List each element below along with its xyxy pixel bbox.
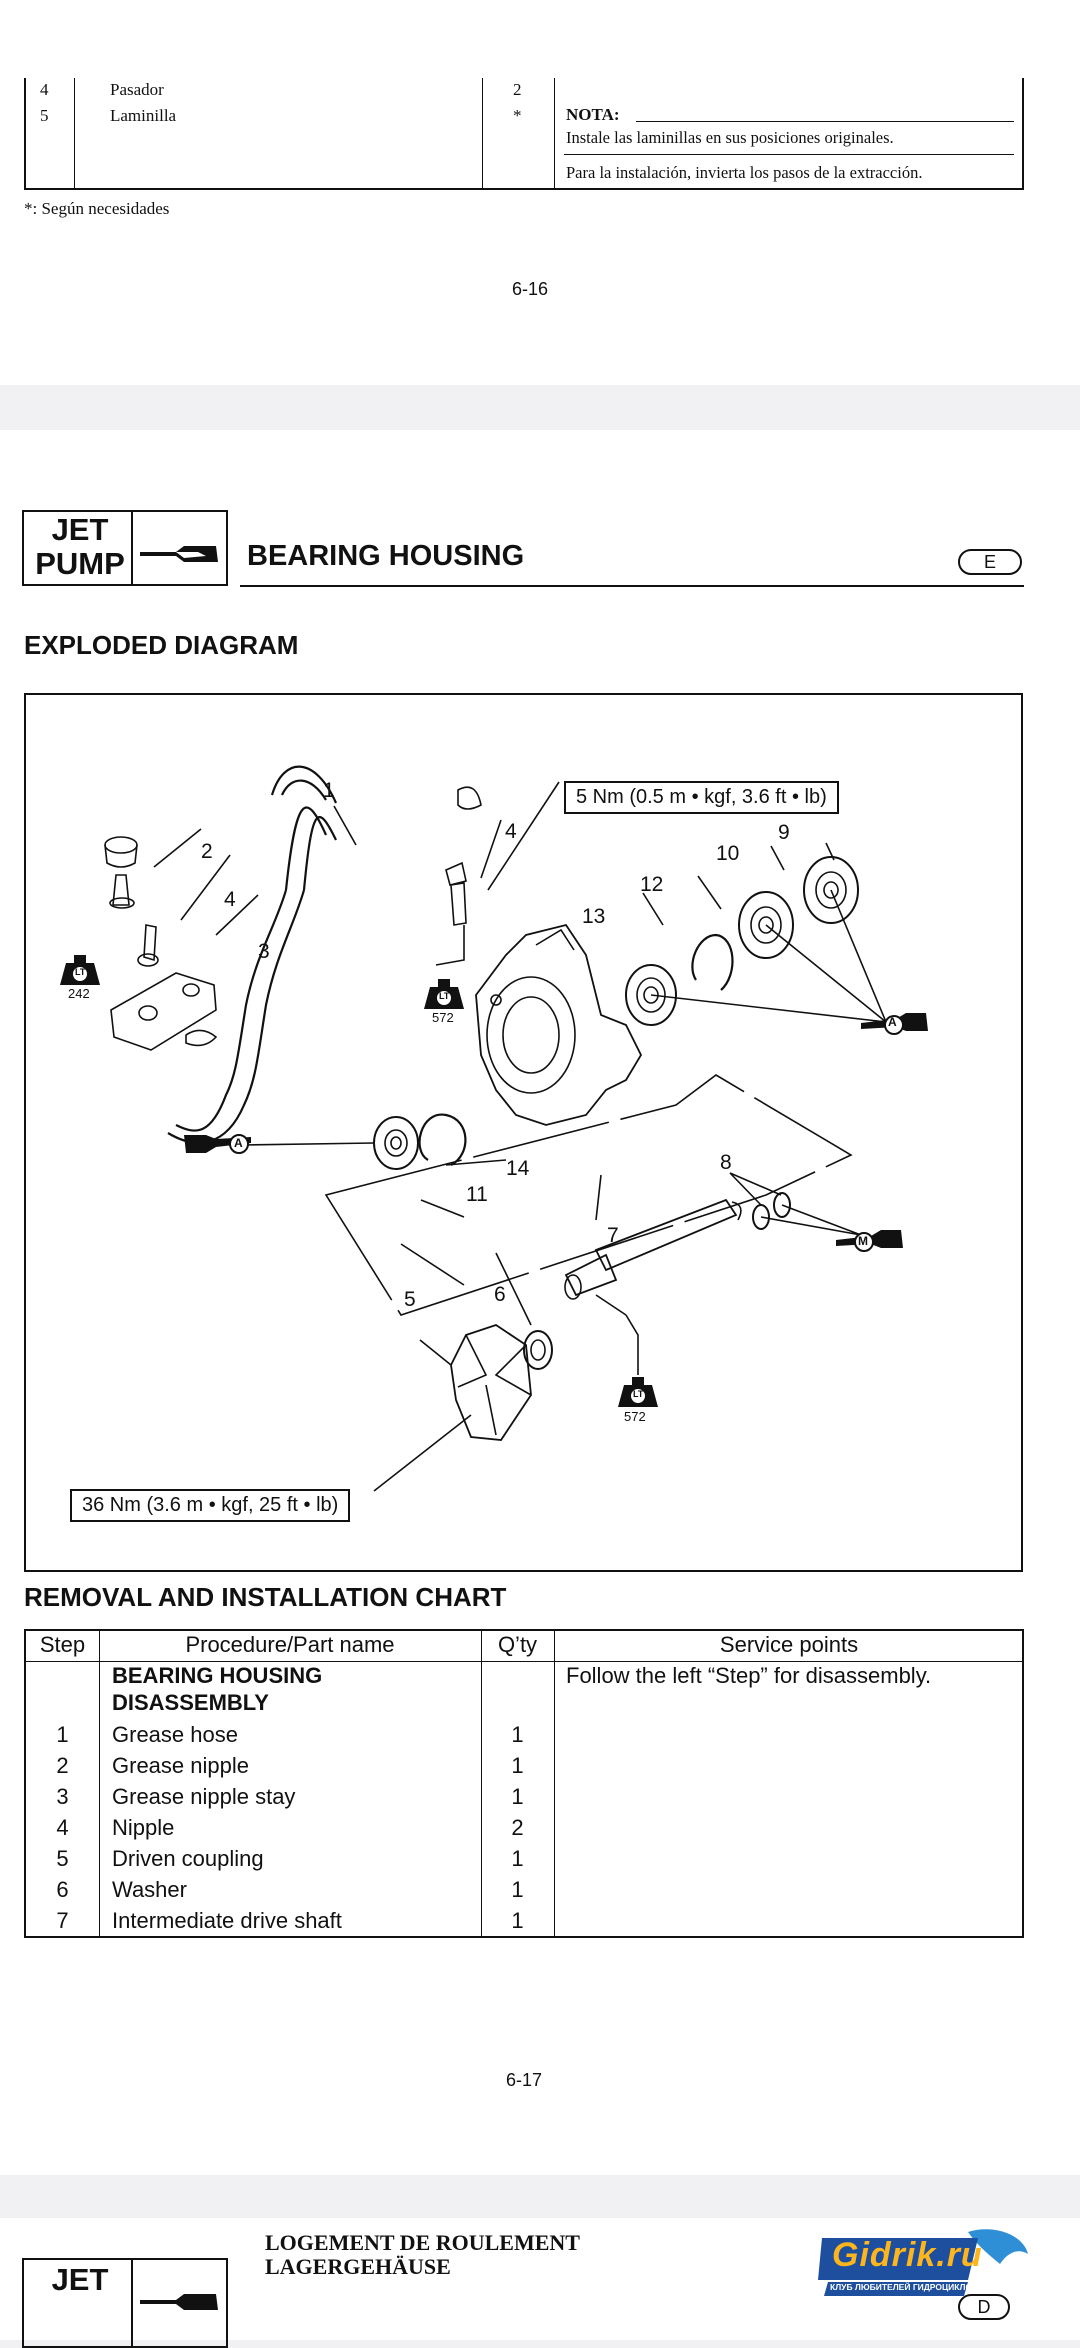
grease-code: M [858,1234,868,1248]
note-text: Instale las laminillas en sus posiciones… [566,128,894,147]
diagram-artwork [60,765,928,1492]
table-row-name: Intermediate drive shaft [112,1908,342,1933]
note-label: NOTA: [566,105,620,124]
callout-number: 10 [716,842,740,865]
language-badge: D [958,2294,1010,2320]
table-row-qty: 1 [511,1722,524,1747]
thread-lock-icon [60,955,100,985]
jet-pump-logo: JET [22,2258,228,2348]
callout-number: 11 [466,1183,488,1206]
table-row-qty: 1 [511,1877,524,1902]
table-row-qty: 2 [511,1815,524,1840]
table-row-name: Grease nipple stay [112,1784,296,1809]
callout-number: 2 [201,840,213,863]
lt-label: LT [633,1389,644,1399]
callout-number: 3 [258,940,270,963]
callout-number: 6 [494,1283,506,1306]
table-row-step: 6 [56,1877,69,1902]
table-row-name: Washer [112,1877,187,1902]
manual-page-6-16: 4 Pasador 2 5 Laminilla * NOTA: Instale … [0,0,1080,385]
callout-number: 14 [506,1157,530,1180]
chart-heading: REMOVAL AND INSTALLATION CHART [24,1582,507,1612]
footnote: *: Según necesidades [24,199,170,218]
callout-number: 4 [505,820,517,843]
header-service: Service points [719,1632,859,1657]
table-row-name: Nipple [112,1815,175,1840]
sealant-code: 242 [68,986,90,1001]
callout-number: 4 [224,888,236,911]
sealant-code: 572 [432,1010,454,1025]
thread-lock-icon [618,1377,658,1407]
row-qty: * [513,106,522,125]
page-number: 6-16 [511,279,549,299]
jet-pump-icon [140,546,218,562]
section-title-fr: LOGEMENT DE ROULEMENT [265,2230,580,2255]
callout-number: 5 [404,1288,416,1311]
section-title: BEARING HOUSING [112,1663,323,1688]
section-title: DISASSEMBLY [112,1690,269,1715]
lt-label: LT [75,967,86,977]
grease-gun-icon [861,1013,928,1035]
table-row-step: 3 [56,1784,69,1809]
row-number: 5 [40,106,49,125]
section-title-de: LAGERGEHÄUSE [265,2254,451,2279]
callout-number: 8 [720,1151,732,1174]
table-row-name: Driven coupling [112,1846,264,1871]
table-row-qty: 1 [511,1784,524,1809]
logo-text-pump: PUMP [35,546,125,581]
jet-pump-icon [140,2294,218,2310]
diagram-heading: EXPLODED DIAGRAM [24,630,299,660]
logo-text-jet: JET [51,512,109,547]
table-row-qty: 1 [511,1908,524,1933]
table-row-step: 1 [56,1722,69,1747]
grease-code: A [234,1136,243,1150]
page-number: 6-17 [505,2070,543,2090]
table-row-name: Grease hose [112,1722,238,1747]
gidrik-watermark: Gidrik.ru КЛУБ ЛЮБИТЕЛЕЙ ГИДРОЦИКЛОВ D [818,2224,1030,2324]
grease-code: A [888,1015,897,1029]
header-procedure: Procedure/Part name [185,1632,395,1657]
brand-tagline: КЛУБ ЛЮБИТЕЛЕЙ ГИДРОЦИКЛОВ [830,2282,979,2292]
torque-spec: 36 Nm (3.6 m • kgf, 25 ft • lb) [70,1489,351,1522]
callout-number: 9 [778,821,790,844]
table-row-step: 2 [56,1753,69,1778]
header-step: Step [39,1632,86,1657]
manual-page-next: JET LOGEMENT DE ROULEMENT LAGERGEHÄUSE G… [0,2218,1080,2348]
manual-page-6-17: JET PUMP BEARING HOUSING E EXPLODED DIAG… [0,430,1080,2175]
logo-text-jet: JET [51,2262,109,2297]
row-part-name: Laminilla [110,106,177,125]
note-text: Para la instalación, invierta los pasos … [566,163,923,182]
gidrik-logo-icon [818,2229,1028,2296]
row-number: 4 [40,80,49,99]
section-title: BEARING HOUSING [247,540,525,572]
grease-gun-icon [836,1230,903,1252]
callout-number: 12 [640,873,664,896]
removal-installation-chart: Step Procedure/Part name Q’ty Service po… [24,1629,1024,1938]
grease-gun-icon [184,1134,251,1154]
table-row-qty: 1 [511,1846,524,1871]
table-row-step: 5 [56,1846,69,1871]
lt-label: LT [439,991,450,1001]
jet-pump-logo: JET PUMP [22,510,228,586]
thread-lock-icon [424,979,464,1009]
callout-number: 7 [607,1224,619,1247]
torque-spec: 5 Nm (0.5 m • kgf, 3.6 ft • lb) [564,781,839,814]
service-note: Follow the left “Step” for disassembly. [566,1663,932,1688]
table-row-step: 4 [56,1815,69,1840]
header-qty: Q’ty [497,1632,538,1657]
table-row-qty: 1 [511,1753,524,1778]
table-row-name: Grease nipple [112,1753,249,1778]
row-qty: 2 [513,80,522,99]
sealant-code: 572 [624,1409,646,1424]
parts-table-fragment: 4 Pasador 2 5 Laminilla * NOTA: Instale … [24,78,1024,190]
brand-name: Gidrik.ru [832,2236,983,2274]
exploded-diagram: 5 Nm (0.5 m • kgf, 3.6 ft • lb) 36 Nm (3… [24,693,1023,1572]
row-part-name: Pasador [110,80,164,99]
callout-number: 1 [323,779,335,802]
language-badge: E [958,549,1022,575]
table-row-step: 7 [56,1908,69,1933]
callout-number: 13 [582,905,606,928]
